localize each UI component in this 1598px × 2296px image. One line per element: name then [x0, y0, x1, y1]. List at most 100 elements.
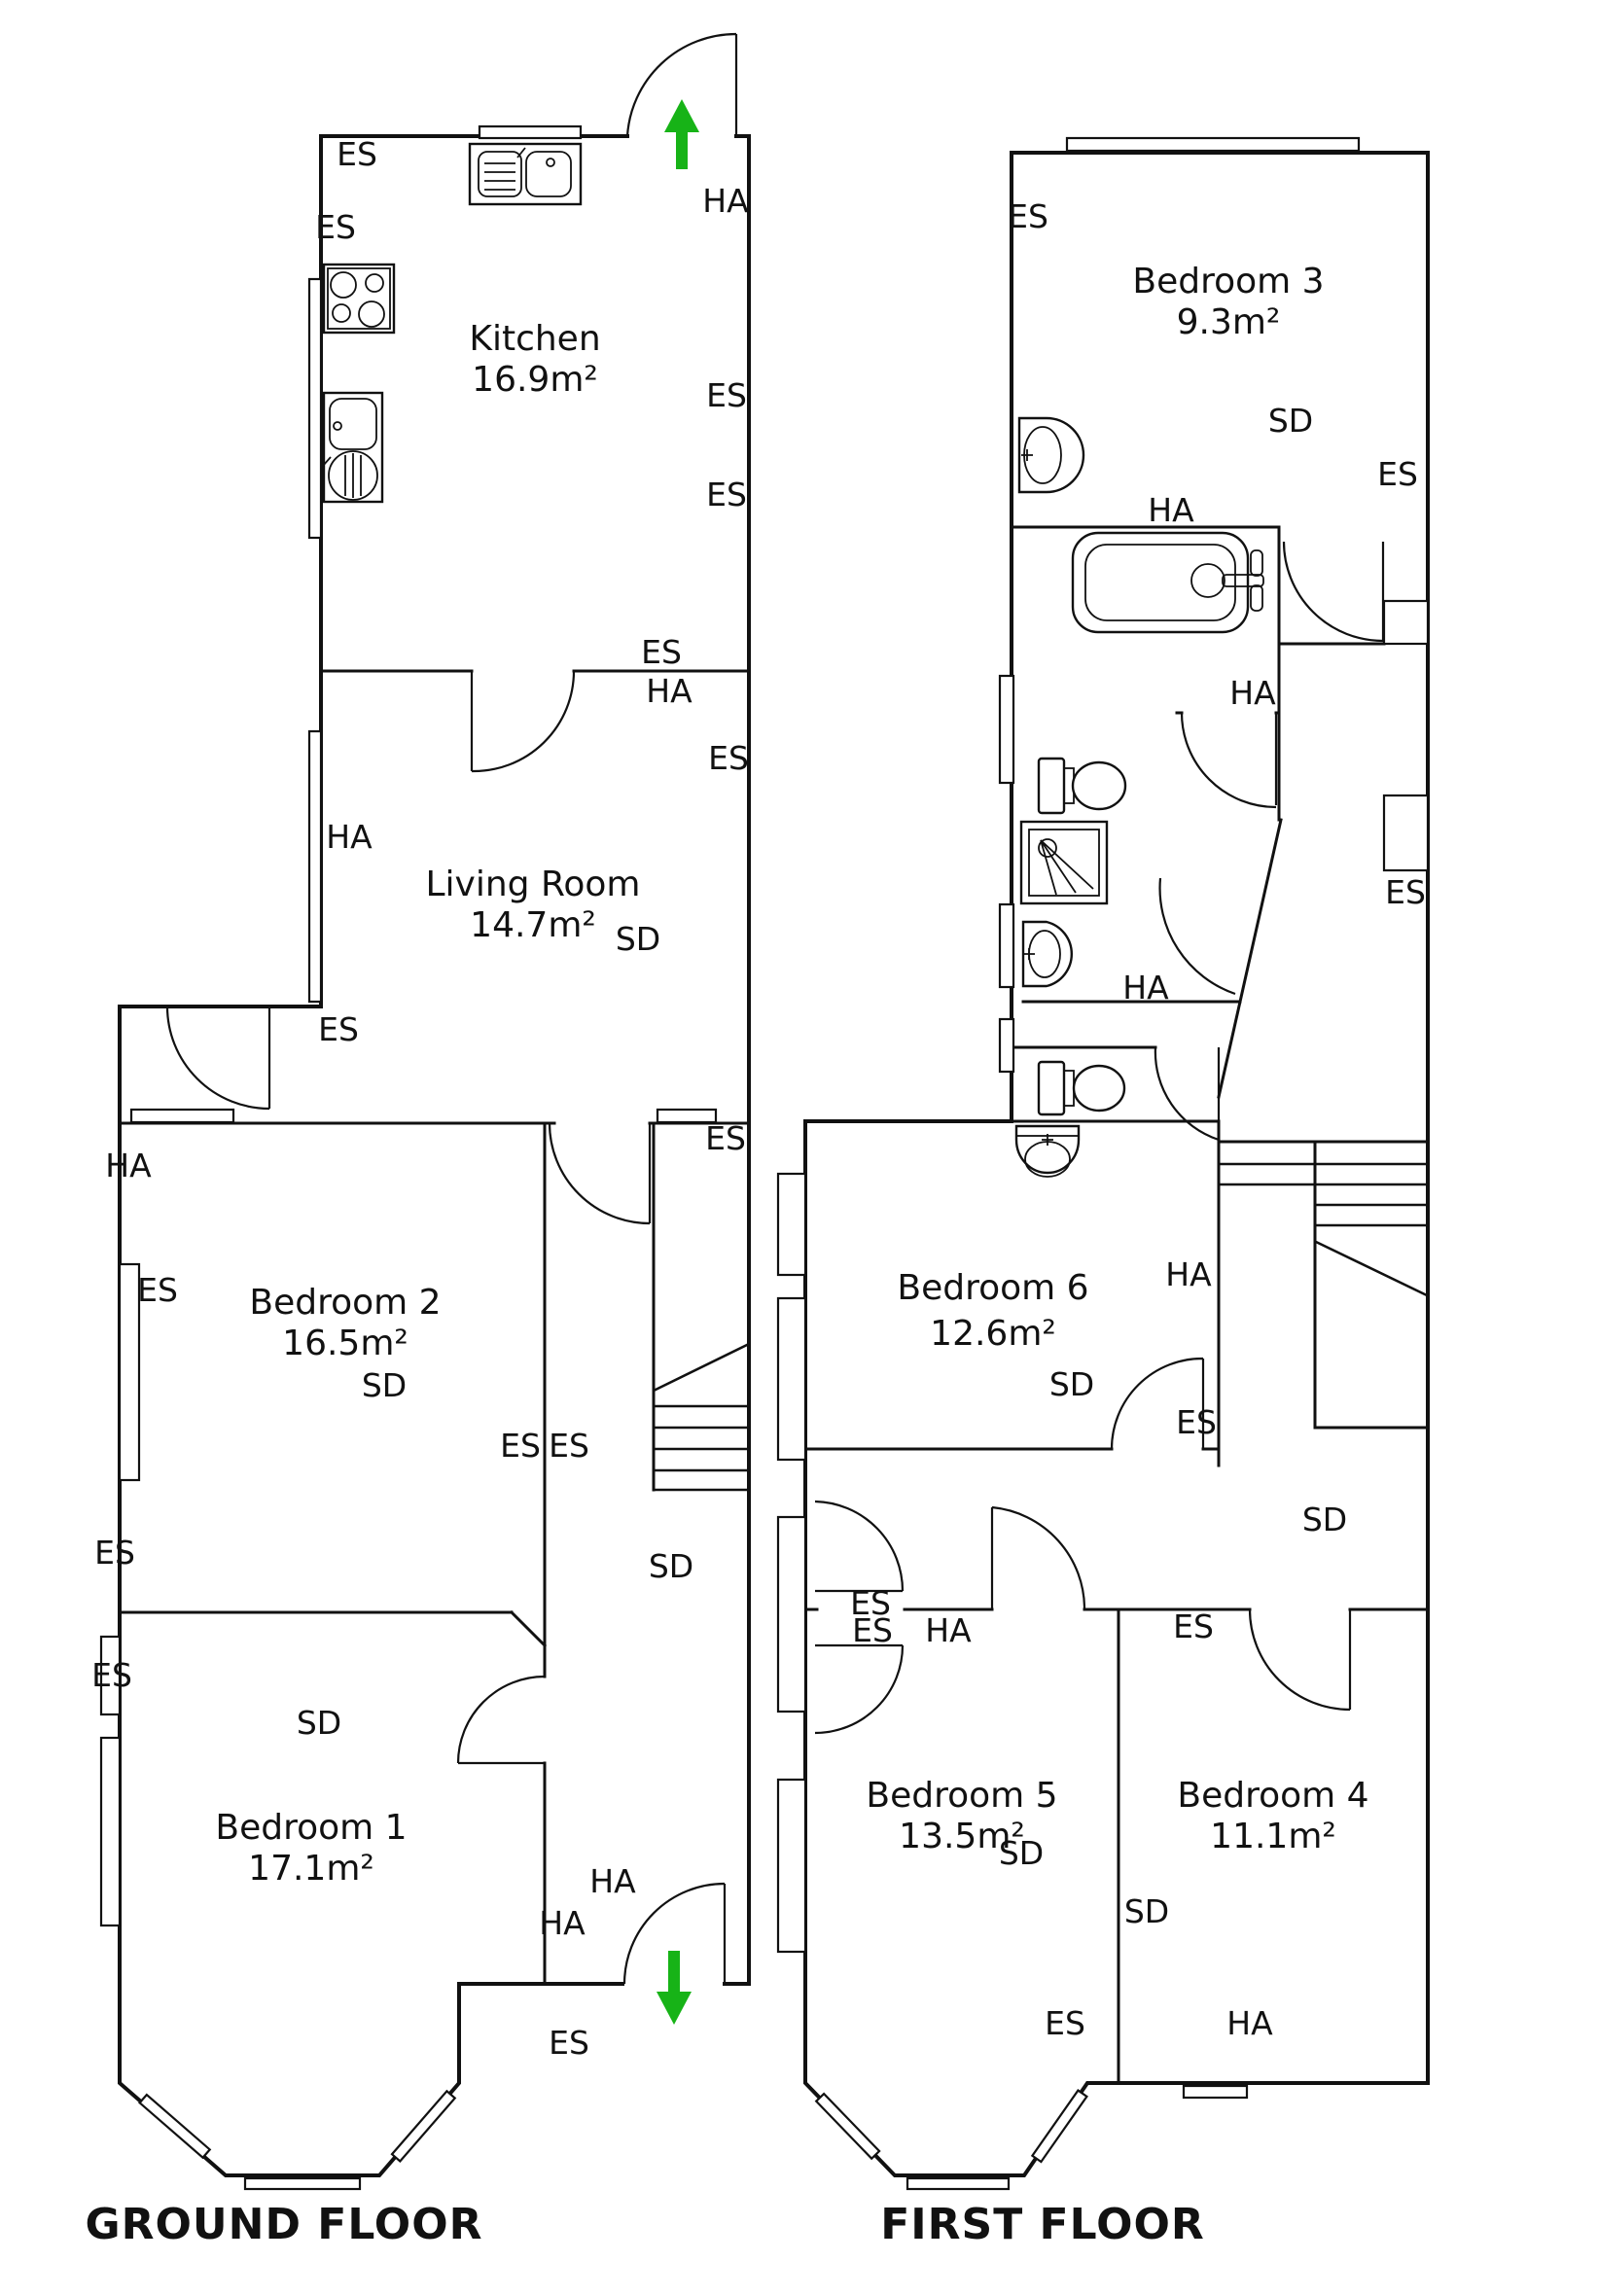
kitchen-sink-icon: [468, 142, 583, 206]
wall-niche: [1382, 599, 1430, 646]
annotation-ha: HA: [105, 1147, 152, 1184]
hall-door: [548, 1122, 652, 1225]
first-floor-plan: Bedroom 3 9.3m² Bedroom 6 12.6m² Bedroom…: [776, 136, 1430, 2249]
annotation-sd: SD: [1049, 1365, 1094, 1403]
wc-basin-icon: [1021, 920, 1073, 988]
annotation-es: ES: [549, 2024, 589, 2062]
kitchen-back-door: [625, 32, 738, 137]
annotation-es: ES: [705, 1119, 746, 1157]
annotation-es: ES: [1173, 1607, 1214, 1645]
first-floor-title: FIRST FLOOR: [880, 2200, 1205, 2249]
window: [998, 902, 1015, 989]
annotation-es: ES: [337, 135, 377, 173]
bedroom4-door: [1248, 1608, 1352, 1712]
hob-icon: [322, 263, 396, 335]
room-name-bedroom6: Bedroom 6: [897, 1268, 1088, 1308]
window: [478, 124, 583, 140]
ground-windows: [99, 124, 718, 2191]
window: [998, 1017, 1015, 1074]
bathtub-icon: [1071, 531, 1264, 634]
front-entry-arrow-down-icon: [657, 1951, 692, 2025]
room-area-bedroom5: 13.5m²: [899, 1817, 1025, 1856]
bay-window: [138, 2093, 212, 2160]
bay-window: [1030, 2089, 1088, 2164]
porch-door: [165, 1006, 271, 1111]
annotation-es: ES: [852, 1611, 893, 1649]
annotation-es: ES: [1045, 2004, 1085, 2042]
annotation-es: ES: [1385, 873, 1426, 911]
annotation-es: ES: [94, 1534, 135, 1572]
first-interior-walls: [803, 525, 1430, 2085]
wall-niche: [1382, 794, 1430, 872]
annotation-es: ES: [91, 1656, 132, 1694]
toilet-mid-icon: [1037, 757, 1127, 815]
room-area-bedroom1: 17.1m²: [248, 1849, 374, 1889]
annotation-ha: HA: [1226, 2004, 1273, 2042]
window: [243, 2176, 362, 2191]
living-room-door: [470, 670, 576, 773]
window: [656, 1108, 718, 1124]
room-area-bedroom3: 9.3m²: [1177, 302, 1281, 342]
first-stairs: [1219, 1162, 1428, 1297]
landing-door-lower: [814, 1643, 905, 1735]
ground-floor-title: GROUND FLOOR: [85, 2200, 482, 2249]
first-windows: [776, 136, 1430, 2191]
annotation-es: ES: [318, 1010, 359, 1048]
window: [776, 1778, 807, 1954]
annotation-ha: HA: [925, 1611, 972, 1649]
arrow-shaft: [668, 1951, 680, 1992]
first-stair-treads: [1219, 1162, 1428, 1297]
bedroom3-door: [1282, 541, 1385, 643]
annotation-sd: SD: [1268, 402, 1313, 440]
annotation-ha: HA: [646, 672, 692, 710]
bedroom5-door: [990, 1505, 1086, 1610]
utility-sink-icon: [322, 391, 384, 504]
annotation-ha: HA: [1165, 1255, 1212, 1293]
bay-window: [814, 2092, 881, 2161]
wc-mid-door: [1158, 877, 1236, 996]
bedroom6-door: [1110, 1357, 1205, 1450]
room-area-bedroom6: 12.6m²: [930, 1314, 1056, 1354]
room-name-living: Living Room: [426, 865, 641, 904]
window: [776, 1172, 807, 1277]
arrow-shaft: [676, 132, 688, 169]
window: [1182, 2084, 1249, 2100]
landing-door-upper: [814, 1500, 905, 1593]
window: [99, 1635, 122, 1716]
room-area-bedroom4: 11.1m²: [1210, 1817, 1336, 1856]
first-doors: [814, 541, 1385, 1735]
annotation-ha: HA: [1229, 674, 1276, 712]
annotation-ha: HA: [539, 1904, 586, 1942]
ground-doors: [165, 32, 738, 1985]
annotation-es: ES: [1176, 1403, 1217, 1441]
window: [307, 729, 323, 1004]
annotation-es: ES: [1008, 197, 1048, 235]
annotation-es: ES: [1377, 455, 1418, 493]
bay-window: [390, 2089, 457, 2163]
annotation-es: ES: [549, 1427, 589, 1465]
annotation-sd: SD: [362, 1366, 407, 1404]
window: [99, 1736, 122, 1927]
annotation-es: ES: [706, 376, 747, 414]
room-name-bedroom1: Bedroom 1: [215, 1808, 407, 1848]
annotation-es: ES: [708, 739, 749, 777]
annotation-es: ES: [137, 1271, 178, 1309]
room-area-kitchen: 16.9m²: [472, 360, 598, 400]
annotation-es: ES: [706, 476, 747, 513]
annotation-sd: SD: [1124, 1892, 1169, 1930]
window: [129, 1108, 235, 1124]
window: [776, 1515, 807, 1713]
toilet-lower-icon: [1037, 1060, 1126, 1116]
window: [1065, 136, 1361, 153]
window: [118, 1262, 141, 1482]
annotation-sd: SD: [1302, 1501, 1347, 1538]
first-outer-walls: [803, 151, 1430, 2177]
annotation-es: ES: [641, 633, 682, 671]
annotation-sd: SD: [297, 1704, 341, 1742]
annotation-ha: HA: [702, 182, 749, 220]
bedroom3-basin-icon: [1017, 416, 1085, 494]
annotation-sd: SD: [649, 1547, 693, 1585]
